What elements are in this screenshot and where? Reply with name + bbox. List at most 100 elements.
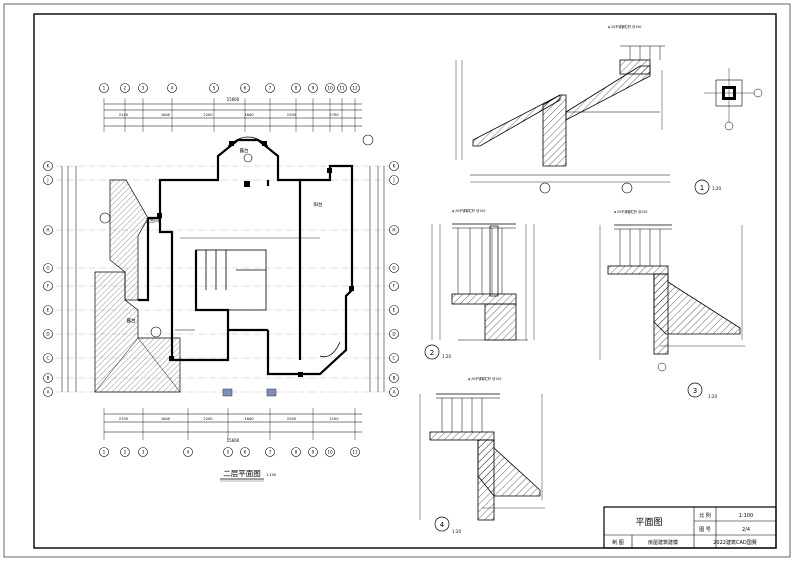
title-block-drawing-name: 平面图	[635, 517, 662, 528]
axis-bubble-right-J: J	[389, 175, 399, 185]
axis-bubble-right-G: G	[389, 263, 399, 273]
axis-bubble-right-F: F	[389, 281, 399, 291]
svg-text:11: 11	[352, 450, 358, 455]
axis-bubble-right-D: D	[389, 329, 399, 339]
svg-text:7: 7	[269, 450, 272, 455]
axis-bubble-left-H: H	[43, 225, 53, 235]
axis-bubble-left-C: C	[43, 353, 53, 363]
dim-top-0: 2100	[119, 113, 129, 117]
svg-text:9: 9	[312, 86, 315, 91]
svg-text:C: C	[393, 356, 396, 361]
svg-text:10: 10	[327, 86, 333, 91]
dim-bottom-3: 1640	[244, 417, 254, 421]
axis-bubble-right-K: K	[389, 161, 399, 171]
svg-text:9: 9	[312, 450, 315, 455]
svg-text:A: A	[47, 390, 50, 395]
svg-text:E: E	[47, 308, 50, 313]
svg-text:4: 4	[187, 450, 190, 455]
dim-top-1: 1640	[161, 113, 171, 117]
axis-bubble-right-B: B	[389, 373, 399, 383]
detail-4-note: φ 20不锈钢栏杆 @150	[468, 376, 501, 381]
axis-bubble-left-F: F	[43, 281, 53, 291]
axis-bubble-bottom-3: 3	[138, 447, 148, 457]
detail-3-note: φ 20不锈钢栏杆 @150	[614, 209, 647, 214]
detail-1-scale: 1:20	[712, 186, 721, 191]
svg-text:12: 12	[352, 86, 358, 91]
plan-marker-left	[222, 388, 233, 397]
axis-bubble-left-E: E	[43, 305, 53, 315]
inner-border	[33, 13, 777, 549]
title-block-scale-label: 比 例	[699, 512, 711, 519]
axis-bubble-bottom-11: 11	[350, 447, 360, 457]
title-block-sheet-label: 图 号	[699, 527, 711, 533]
axis-bubble-right-H: H	[389, 225, 399, 235]
svg-text:J: J	[392, 178, 394, 183]
svg-text:1: 1	[103, 450, 106, 455]
title-block-sheet-value: 2/4	[742, 527, 750, 533]
svg-text:K: K	[393, 164, 396, 169]
dim-bottom-0: 2700	[119, 417, 129, 421]
svg-text:3: 3	[142, 86, 145, 91]
detail-1-drawing	[455, 45, 763, 195]
detail-3-scale: 1:20	[708, 394, 717, 399]
svg-text:7: 7	[269, 86, 272, 91]
svg-text:G: G	[46, 266, 49, 271]
svg-text:H: H	[392, 228, 395, 233]
axis-bubble-left-B: B	[43, 373, 53, 383]
axis-bubble-top-1: 1	[99, 83, 109, 93]
svg-text:B: B	[47, 376, 50, 381]
axis-bubble-right-C: C	[389, 353, 399, 363]
axis-bubble-top-3: 3	[138, 83, 148, 93]
svg-text:B: B	[393, 376, 396, 381]
detail-4-scale: 1:20	[452, 529, 461, 534]
svg-text:E: E	[393, 308, 396, 313]
detail-2-scale: 1:20	[442, 354, 451, 359]
axis-bubble-top-5: 5	[209, 83, 219, 93]
dim-top-4: 2200	[287, 113, 297, 117]
axis-bubble-bottom-1: 1	[99, 447, 109, 457]
title-block-org: 2022建筑CAD国赛	[713, 539, 757, 546]
detail-3-drawing	[599, 224, 745, 398]
svg-text:8: 8	[295, 450, 298, 455]
svg-text:2: 2	[124, 86, 127, 91]
plan-marker-right	[266, 388, 277, 397]
axis-bubble-left-J: J	[43, 175, 53, 185]
plan-scale: 1:100	[266, 473, 276, 477]
dim-bottom-1: 1640	[161, 417, 171, 421]
axis-bubble-top-11: 11	[337, 83, 347, 93]
axis-bubble-left-A: A	[43, 387, 53, 397]
svg-text:6: 6	[244, 86, 247, 91]
svg-text:3: 3	[142, 450, 145, 455]
axis-bubble-top-9: 9	[308, 83, 318, 93]
svg-text:10: 10	[327, 450, 333, 455]
axis-bubble-left-K: K	[43, 161, 53, 171]
dim-top-5: 2700	[329, 113, 339, 117]
svg-text:D: D	[46, 332, 49, 337]
detail-4-drawing	[419, 393, 545, 532]
room-label-terrace-left: 露台	[127, 317, 136, 324]
svg-text:H: H	[46, 228, 49, 233]
axis-bubble-top-2: 2	[120, 83, 130, 93]
svg-text:2: 2	[124, 450, 127, 455]
axis-bubble-top-4: 4	[167, 83, 177, 93]
dim-bottom-4: 2200	[287, 417, 297, 421]
detail-4-number: 4	[440, 521, 445, 529]
svg-text:1: 1	[103, 86, 106, 91]
axis-bubble-bottom-4: 4	[183, 447, 193, 457]
title-block-scale-value: 1:100	[739, 513, 753, 519]
detail-1-note: φ 20不锈钢栏杆 @150	[608, 24, 641, 29]
svg-text:8: 8	[295, 86, 298, 91]
dim-overall-bottom: 15660	[227, 438, 240, 443]
dim-overall-top: 15660	[227, 97, 240, 102]
axis-bubble-top-12: 12	[350, 83, 360, 93]
detail-1-number: 1	[700, 184, 704, 192]
svg-text:4: 4	[171, 86, 174, 91]
svg-text:K: K	[47, 164, 50, 169]
detail-2-number: 2	[430, 349, 434, 357]
svg-text:C: C	[47, 356, 50, 361]
dim-top-3: 1640	[244, 113, 254, 117]
title-block-project: 房屋建筑建模	[648, 539, 678, 546]
